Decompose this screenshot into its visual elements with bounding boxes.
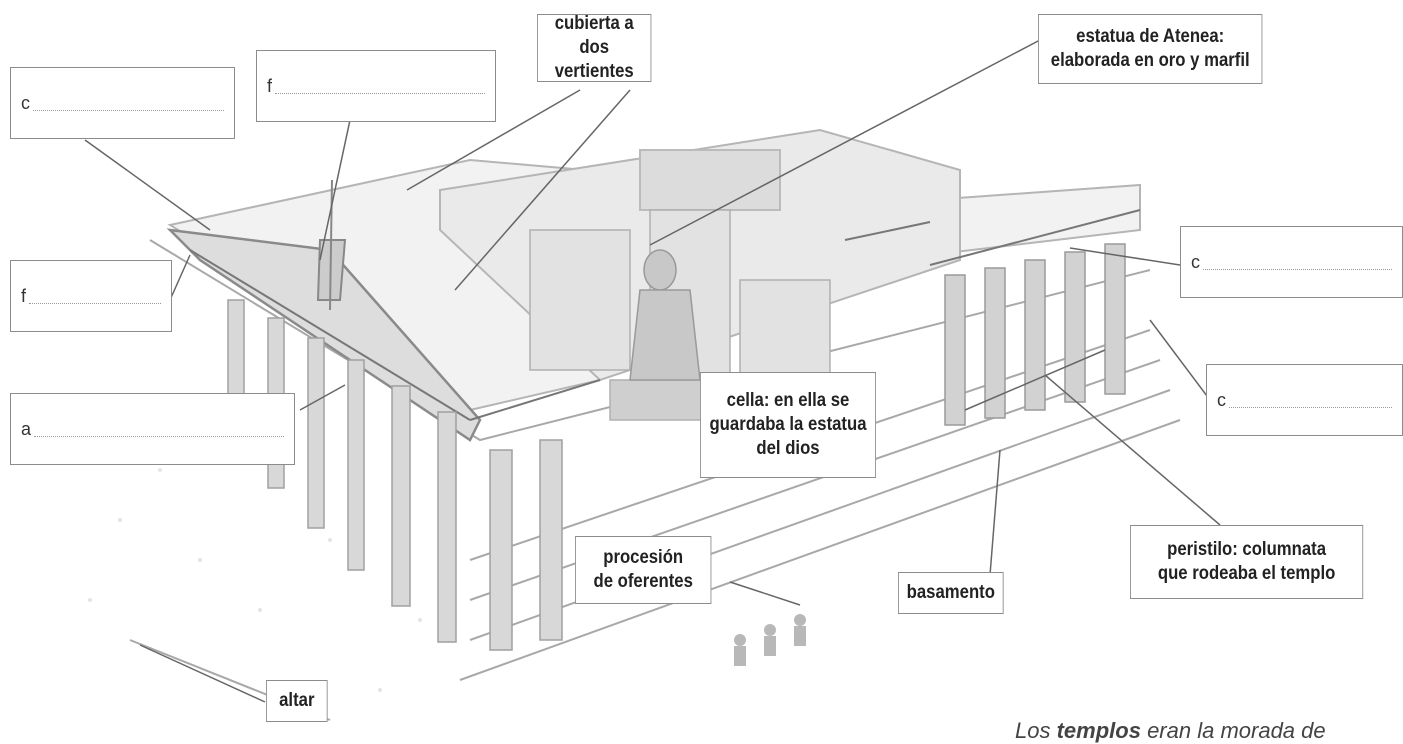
- pediment-statue: [316, 179, 347, 311]
- blank-f-left[interactable]: f: [10, 260, 172, 332]
- side-columns: [944, 243, 1126, 426]
- statue-athena: [629, 249, 701, 381]
- procession: [734, 614, 806, 666]
- label-cubierta: cubierta a dos vertientes: [537, 13, 652, 82]
- blank-f-top[interactable]: f: [256, 50, 496, 122]
- blank-c-right-top[interactable]: c: [1180, 226, 1403, 298]
- dotted-line: [1203, 259, 1392, 270]
- label-procesion: procesión de oferentes: [575, 536, 712, 604]
- dotted-line: [275, 83, 485, 94]
- leader-lines: [84, 39, 1221, 703]
- dotted-line: [34, 426, 284, 437]
- blank-a[interactable]: a: [10, 393, 295, 465]
- label-basamento: basamento: [898, 572, 1004, 614]
- dotted-line: [33, 100, 224, 111]
- entablature: [189, 209, 1141, 421]
- dotted-line: [1229, 397, 1392, 408]
- label-altar: altar: [266, 680, 328, 722]
- label-cella: cella: en ella se guardaba la estatua de…: [700, 372, 876, 478]
- caption-text: Los templos eran la morada de: [1015, 718, 1326, 743]
- blank-c-right-mid[interactable]: c: [1206, 364, 1403, 436]
- label-estatua: estatua de Atenea: elaborada en oro y ma…: [1038, 14, 1263, 84]
- label-peristilo: peristilo: columnata que rodeaba el temp…: [1130, 525, 1364, 599]
- ground-texture: [58, 448, 422, 692]
- dotted-line: [29, 293, 161, 304]
- blank-c-top-left[interactable]: c: [10, 67, 235, 139]
